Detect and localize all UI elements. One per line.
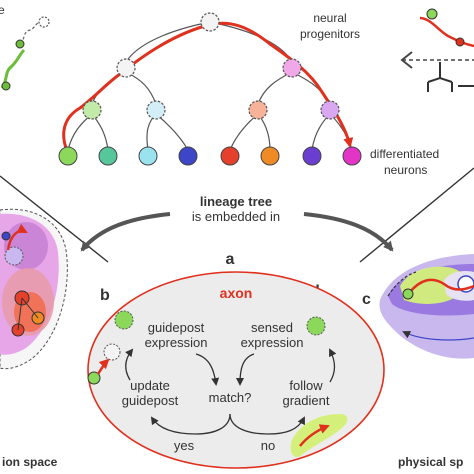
axon-growth-arrow bbox=[96, 358, 110, 375]
match-label: match? bbox=[209, 390, 252, 405]
neuron-leaf-node bbox=[98, 146, 118, 166]
neuron-leaf-node bbox=[260, 146, 280, 166]
neuron-leaf-node bbox=[178, 146, 198, 166]
panel-label-a: a bbox=[226, 251, 235, 268]
embedded-in-label: is embedded in bbox=[192, 209, 280, 224]
progenitor-node bbox=[82, 100, 102, 120]
progenitor-node bbox=[248, 100, 268, 120]
physical-space-label: physical sp bbox=[398, 455, 463, 469]
sensed-expression-label: expression bbox=[241, 335, 304, 350]
lineage-tree-label: lineage tree bbox=[200, 194, 272, 209]
follow-gradient-label: follow bbox=[289, 378, 323, 393]
differentiated-neurons-label: neurons bbox=[384, 163, 427, 177]
lineage-path bbox=[62, 21, 354, 149]
connector-line bbox=[359, 167, 474, 263]
flow-arrow bbox=[125, 348, 134, 381]
axon-label: axon bbox=[220, 285, 253, 301]
sensing-cell bbox=[306, 316, 326, 336]
neural-progenitors-label: progenitors bbox=[300, 27, 360, 41]
yes-label: yes bbox=[174, 438, 195, 453]
flow-arrow bbox=[195, 353, 220, 386]
update-guidepost-label: guidepost bbox=[122, 393, 179, 408]
embed-arrow-right bbox=[303, 212, 394, 252]
panel-label-c: c bbox=[362, 291, 371, 308]
update-guidepost-label: update bbox=[130, 378, 170, 393]
progenitor-node bbox=[146, 100, 166, 120]
panel-label-b: b bbox=[100, 287, 110, 304]
neuron-leaf-node bbox=[342, 146, 362, 166]
follow-gradient-label: gradient bbox=[283, 393, 330, 408]
progenitor-node bbox=[282, 58, 302, 78]
expression-space-label: ion space bbox=[2, 455, 58, 469]
embed-arrow-left bbox=[80, 212, 171, 252]
progenitor-node bbox=[116, 58, 136, 78]
expression-space: ion space bbox=[0, 208, 68, 469]
top-left-inset: e bbox=[0, 3, 50, 91]
flow-arrow bbox=[329, 348, 337, 383]
axon-origin-cell bbox=[87, 371, 101, 385]
sensed-expression-label: sensed bbox=[251, 320, 293, 335]
guidepost-cell bbox=[114, 310, 134, 330]
neuron-leaf-node bbox=[138, 146, 158, 166]
guidepost-expression-label: expression bbox=[145, 335, 208, 350]
progenitor-node bbox=[320, 100, 340, 120]
root-node bbox=[200, 12, 220, 32]
flow-arrow bbox=[236, 353, 255, 386]
axon-tip-cell bbox=[103, 343, 121, 361]
physical-space: physical sp bbox=[379, 254, 474, 469]
no-label: no bbox=[261, 438, 275, 453]
gradient-glyph bbox=[290, 414, 348, 458]
axon-ellipse bbox=[87, 271, 385, 469]
neuron-leaf-node bbox=[58, 146, 78, 166]
guidepost-expression-label: guidepost bbox=[148, 320, 205, 335]
svg-text:e: e bbox=[0, 3, 5, 17]
neuron-leaf-node bbox=[302, 146, 322, 166]
flow-arrow bbox=[229, 413, 305, 435]
neural-progenitors-label: neural bbox=[313, 11, 346, 25]
neuron-leaf-node bbox=[220, 146, 240, 166]
top-right-inset bbox=[400, 8, 474, 92]
flow-arrow bbox=[150, 413, 231, 435]
lineage-tree: neural progenitors differentiated neuron… bbox=[58, 11, 439, 177]
differentiated-neurons-label: differentiated bbox=[370, 147, 439, 161]
axon-decision-loop: axon guidepost expression sensed express… bbox=[87, 271, 385, 469]
